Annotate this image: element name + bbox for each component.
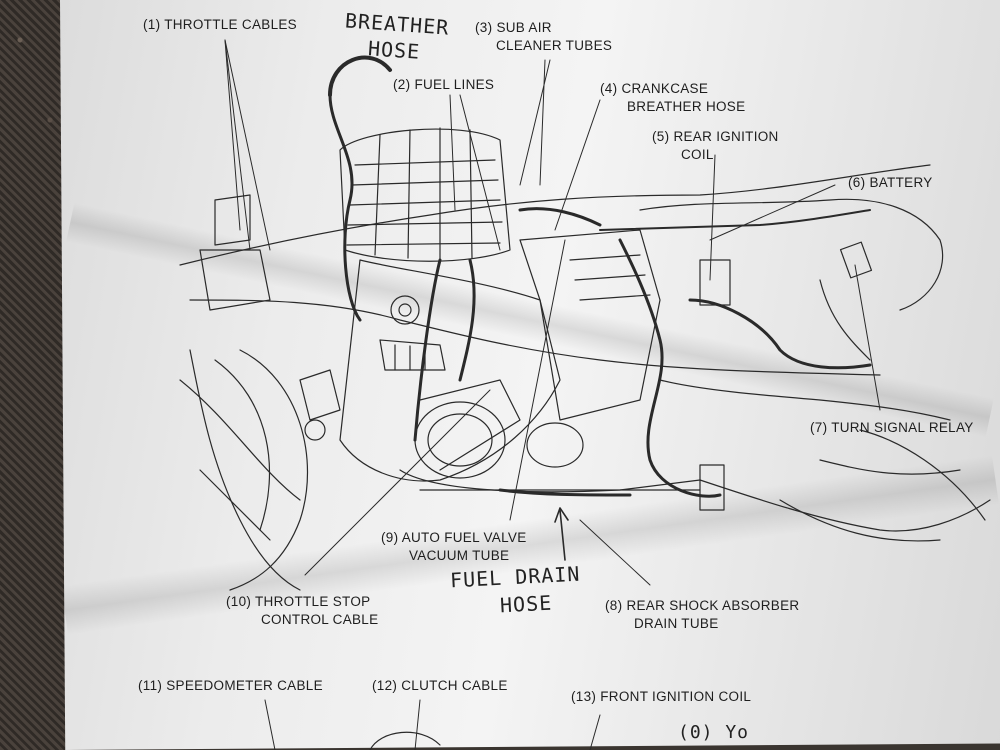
label-throttle-cables: (1) THROTTLE CABLES — [143, 17, 297, 32]
air-cleaner-box — [339, 127, 511, 262]
foot-peg — [699, 464, 725, 511]
label-crankcase-breather-1: (4) CRANKCASE — [600, 81, 709, 96]
handwritten-arrow — [559, 509, 566, 561]
sub-air-tube — [518, 207, 602, 227]
front-wheel-inner — [214, 359, 271, 531]
leader-lines — [224, 39, 881, 750]
handwritten-hose: HOSE — [367, 36, 421, 64]
battery-lead — [599, 209, 871, 231]
breather-hose-line — [328, 93, 362, 322]
label-rear-shock-drain-2: DRAIN TUBE — [634, 616, 719, 631]
ignition-coil-shape — [699, 259, 731, 306]
handwritten-fuel-drain-hose: HOSE — [499, 590, 553, 618]
rear-wheel — [859, 429, 986, 521]
label-auto-fuel-valve-2: VACUUM TUBE — [409, 548, 510, 563]
handwritten-arrowhead — [554, 507, 569, 523]
clutch-part — [369, 731, 441, 750]
relay-bracket — [819, 279, 871, 361]
label-rear-shock-drain-1: (8) REAR SHOCK ABSORBER — [605, 598, 800, 613]
label-battery: (6) BATTERY — [848, 175, 933, 190]
hose-line — [618, 238, 722, 498]
label-speedometer-cable: (11) SPEEDOMETER CABLE — [138, 678, 323, 693]
label-turn-signal-relay: (7) TURN SIGNAL RELAY — [810, 420, 974, 435]
label-rear-ignition-coil-2: COIL — [681, 147, 714, 162]
label-throttle-stop-1: (10) THROTTLE STOP — [226, 594, 371, 609]
breather-hose-line — [328, 55, 392, 97]
front-wheel — [229, 349, 309, 591]
label-sub-air-cleaner-tubes-1: (3) SUB AIR — [475, 20, 552, 35]
frame-outline — [179, 164, 991, 591]
label-crankcase-breather-2: BREATHER HOSE — [627, 99, 746, 114]
label-rear-ignition-coil-1: (5) REAR IGNITION — [652, 129, 779, 144]
hose-line — [688, 298, 872, 370]
label-throttle-stop-2: CONTROL CABLE — [261, 612, 379, 627]
engine-block — [339, 229, 701, 493]
label-front-ignition-coil: (13) FRONT IGNITION COIL — [571, 689, 752, 704]
fuel-line — [413, 258, 442, 442]
label-sub-air-cleaner-tubes-2: CLEANER TUBES — [496, 38, 613, 53]
handwritten-bottom-note: (0) Yo — [678, 722, 750, 743]
drain-hose-line — [498, 488, 632, 497]
label-auto-fuel-valve-1: (9) AUTO FUEL VALVE — [381, 530, 527, 545]
rear-wheel-inner — [779, 499, 941, 542]
label-fuel-lines: (2) FUEL LINES — [393, 77, 495, 92]
label-clutch-cable: (12) CLUTCH CABLE — [372, 678, 508, 693]
fuel-line — [458, 258, 476, 382]
relay-shape — [839, 241, 873, 279]
